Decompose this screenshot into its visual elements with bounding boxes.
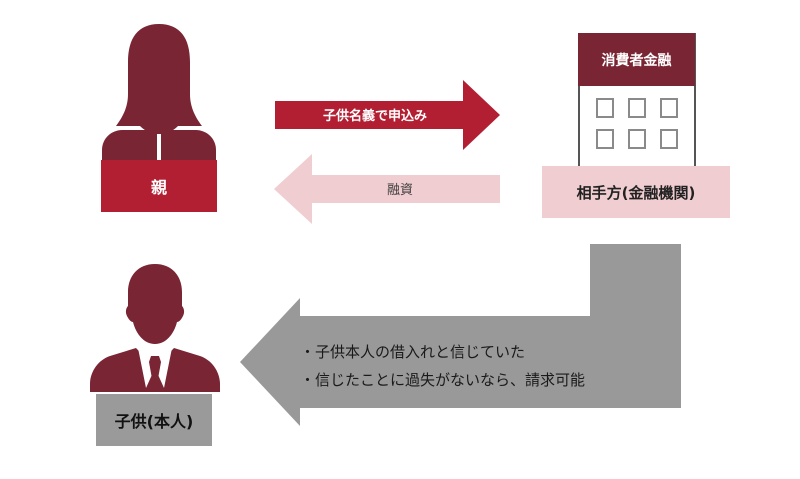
building-sign: 消費者金融 bbox=[578, 33, 695, 86]
claim-condition-item: 子供本人の借入れと信じていた bbox=[300, 338, 680, 366]
application-arrow bbox=[275, 80, 500, 150]
claim-condition-item: 信じたことに過失がないなら、請求可能 bbox=[300, 366, 680, 394]
loan-arrow bbox=[274, 154, 500, 224]
child-person-icon bbox=[90, 264, 220, 392]
parent-person-icon bbox=[102, 24, 216, 162]
parent-label: 親 bbox=[101, 160, 217, 212]
loan-arrow-label: 融資 bbox=[386, 183, 413, 198]
counterparty-label: 相手方(金融機関) bbox=[542, 166, 730, 218]
child-label: 子供(本人) bbox=[96, 394, 212, 446]
application-arrow-label: 子供名義で申込み bbox=[322, 109, 427, 124]
claim-conditions: 子供本人の借入れと信じていた 信じたことに過失がないなら、請求可能 bbox=[300, 338, 680, 394]
claim-arrow bbox=[240, 244, 681, 426]
